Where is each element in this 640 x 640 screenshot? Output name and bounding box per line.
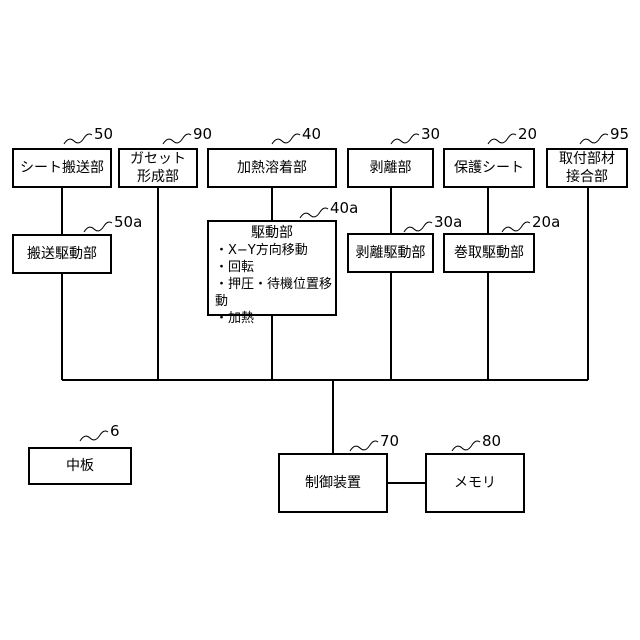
memory-block: メモリ [425, 453, 525, 513]
attach-label-line2: 接合部 [566, 168, 608, 186]
gusset-label-line1: ガセット [130, 150, 186, 168]
ref-6: 6 [110, 423, 120, 439]
heat-weld-label: 加熱溶着部 [237, 159, 307, 177]
heat-weld-block: 加熱溶着部 [207, 148, 337, 188]
leader-20 [488, 134, 516, 144]
peel-label: 剥離部 [370, 159, 412, 177]
transport-drive-block: 搬送駆動部 [12, 234, 112, 274]
leader-70 [350, 441, 378, 451]
peel-block: 剥離部 [347, 148, 434, 188]
leader-30 [391, 134, 419, 144]
peel-drive-label: 剥離駆動部 [356, 244, 426, 262]
leader-50 [64, 134, 92, 144]
ref-30a: 30a [434, 214, 462, 230]
ref-20: 20 [518, 126, 537, 142]
gusset-label-line2: 形成部 [137, 168, 179, 186]
middle-plate-block: 中板 [28, 447, 132, 485]
drive-item-rotate: ・回転 [215, 259, 254, 276]
leader-40 [272, 134, 300, 144]
leader-80 [452, 441, 480, 451]
attach-member-block: 取付部材 接合部 [546, 148, 628, 188]
protect-sheet-label: 保護シート [454, 159, 524, 177]
leader-20a [502, 222, 530, 232]
ref-40: 40 [302, 126, 321, 142]
sheet-transport-block: シート搬送部 [12, 148, 112, 188]
ref-95: 95 [610, 126, 629, 142]
winding-drive-label: 巻取駆動部 [454, 244, 524, 262]
memory-label: メモリ [454, 474, 496, 492]
leader-40a [300, 208, 328, 218]
peel-drive-block: 剥離駆動部 [347, 233, 434, 273]
ref-70: 70 [380, 433, 399, 449]
leader-50a [84, 222, 112, 232]
leader-6 [80, 431, 108, 441]
sheet-transport-label: シート搬送部 [20, 159, 104, 177]
leader-90 [163, 134, 191, 144]
leader-30a [404, 222, 432, 232]
ref-50a: 50a [114, 214, 142, 230]
attach-label-line1: 取付部材 [559, 150, 615, 168]
drive-item-press: ・押圧・待機位置移動 [215, 276, 335, 310]
drive-item-heat: ・加熱 [215, 310, 254, 327]
leader-95 [580, 134, 608, 144]
ref-50: 50 [94, 126, 113, 142]
winding-drive-block: 巻取駆動部 [443, 233, 535, 273]
drive-block: 駆動部 ・X−Y方向移動 ・回転 ・押圧・待機位置移動 ・加熱 [207, 220, 337, 316]
transport-drive-label: 搬送駆動部 [27, 245, 97, 263]
drive-item-xy: ・X−Y方向移動 [215, 242, 308, 259]
ref-90: 90 [193, 126, 212, 142]
protect-sheet-block: 保護シート [443, 148, 535, 188]
drive-title: 駆動部 [251, 224, 293, 242]
ref-40a: 40a [330, 200, 358, 216]
middle-plate-label: 中板 [66, 457, 94, 475]
ref-80: 80 [482, 433, 501, 449]
ref-30: 30 [421, 126, 440, 142]
gusset-forming-block: ガセット 形成部 [118, 148, 198, 188]
controller-block: 制御装置 [278, 453, 388, 513]
controller-label: 制御装置 [305, 474, 361, 492]
ref-20a: 20a [532, 214, 560, 230]
